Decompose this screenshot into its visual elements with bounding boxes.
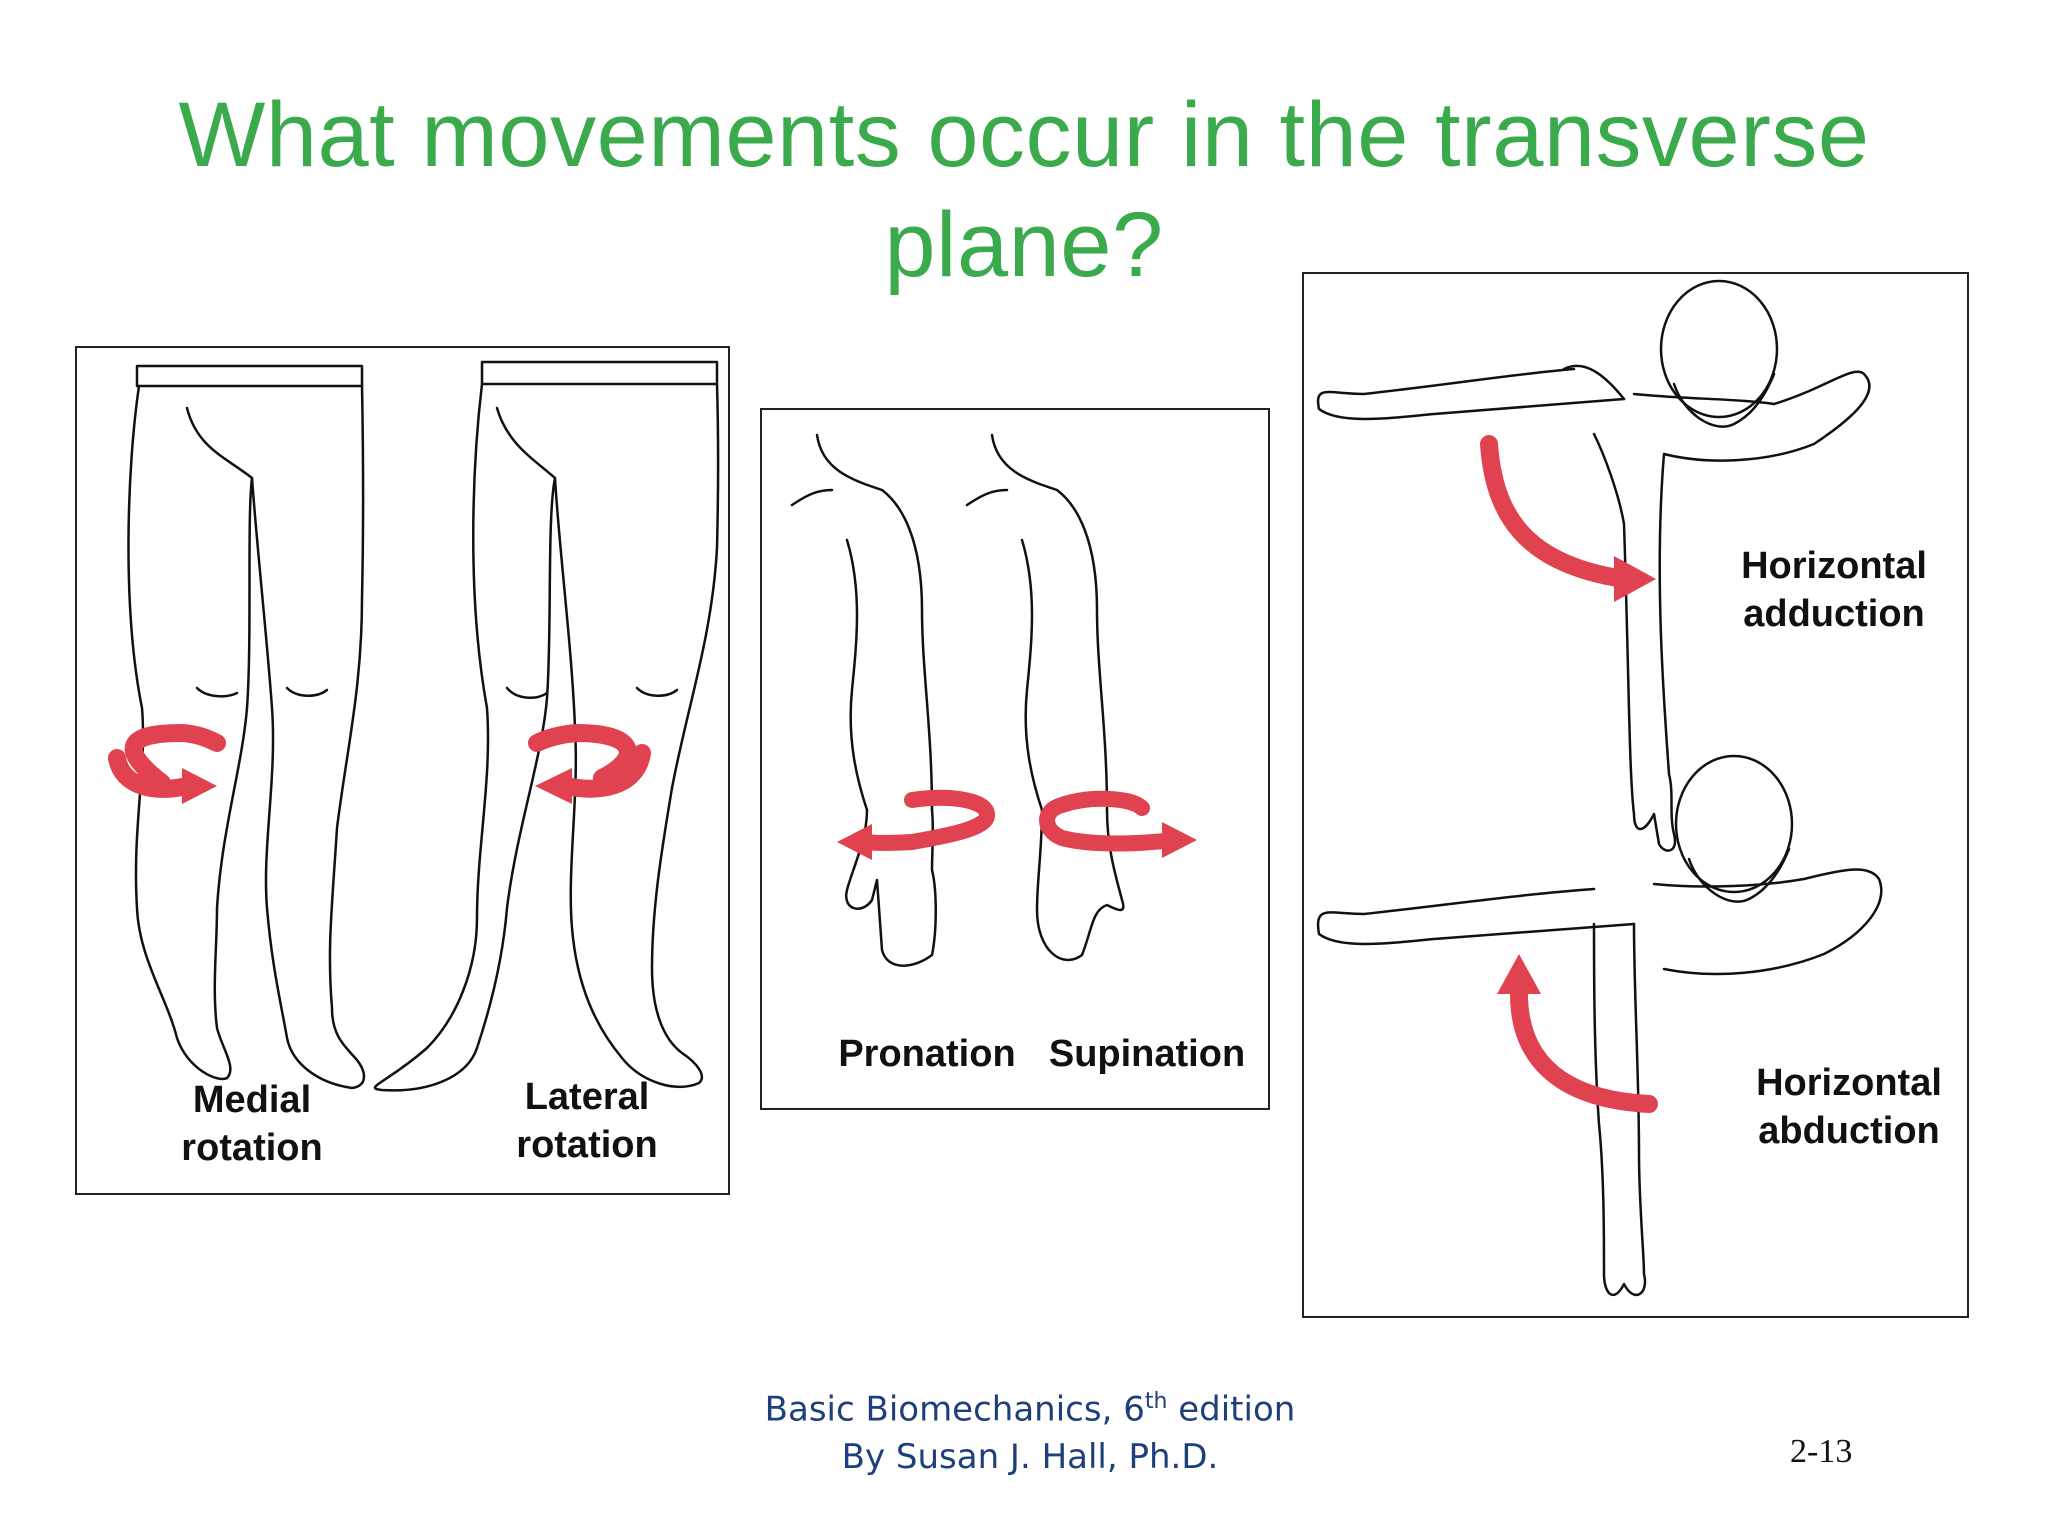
adduction-label-line-1: Horizontal bbox=[1741, 545, 1927, 587]
abduction-curved-arrow-icon bbox=[1510, 985, 1658, 1113]
medial-label-line-2: rotation bbox=[181, 1127, 323, 1169]
abduction-label-line-2: abduction bbox=[1758, 1110, 1940, 1152]
footer-book-title: Basic Biomechanics, 6 bbox=[764, 1389, 1145, 1430]
abduction-arrow-head bbox=[1497, 954, 1541, 994]
page-number: 2-13 bbox=[1790, 1433, 1853, 1470]
footer-author: By Susan J. Hall, Ph.D. bbox=[841, 1437, 1219, 1478]
shoulder-horizontal-panel: Horizontal adduction Horizontal abductio… bbox=[1302, 272, 1969, 1318]
slide-title: What movements occur in the transverse p… bbox=[0, 80, 2048, 300]
medial-arrow-head bbox=[182, 768, 217, 804]
shoulder-illustration bbox=[1316, 279, 1883, 1297]
top-head bbox=[1659, 279, 1779, 419]
adduction-curved-arrow-icon bbox=[1480, 435, 1633, 588]
right-waistband bbox=[480, 360, 719, 386]
supination-label: Supination bbox=[1048, 1033, 1246, 1075]
title-line-1: What movements occur in the transverse bbox=[178, 84, 1870, 186]
medial-rotation-label: Medial rotation bbox=[142, 1076, 362, 1172]
pronation-arrow-head bbox=[837, 824, 872, 860]
supination-hand bbox=[1035, 808, 1125, 962]
left-waistband bbox=[135, 364, 364, 388]
lateral-label-line-1: Lateral bbox=[524, 1076, 650, 1118]
adduction-arrow-head bbox=[1614, 556, 1656, 602]
pronation-arm-outer bbox=[815, 433, 934, 812]
footer-citation: Basic Biomechanics, 6th edition By Susan… bbox=[600, 1378, 1460, 1481]
legs-illustration bbox=[108, 360, 720, 1092]
forearm-rotation-panel: Pronation Supination bbox=[760, 408, 1270, 1110]
medial-label-line-1: Medial bbox=[192, 1079, 312, 1121]
horizontal-abduction-label: Horizontal abduction bbox=[1734, 1059, 1964, 1155]
forearm-illustration bbox=[790, 433, 1197, 967]
top-hanging-arm bbox=[1592, 370, 1871, 852]
adduction-label-line-2: adduction bbox=[1743, 593, 1925, 635]
lateral-rotation-arrow-icon bbox=[528, 723, 651, 798]
footer-sup: th bbox=[1144, 1389, 1168, 1414]
bottom-outstretched-arm bbox=[1316, 887, 1636, 946]
pronation-arm-inner bbox=[845, 538, 869, 812]
supination-arrow-head bbox=[1162, 822, 1197, 858]
supination-arrow-icon bbox=[1039, 790, 1180, 852]
leg-4 bbox=[553, 382, 720, 1088]
lateral-label-line-2: rotation bbox=[516, 1124, 658, 1166]
legs-rotation-panel: Medial rotation Lateral rotation bbox=[75, 346, 730, 1195]
abduction-label-line-1: Horizontal bbox=[1756, 1062, 1942, 1104]
lateral-rotation-label: Lateral rotation bbox=[477, 1073, 697, 1169]
title-line-2: plane? bbox=[884, 194, 1164, 296]
leg-2 bbox=[250, 384, 366, 1090]
medial-rotation-arrow-icon bbox=[108, 723, 226, 798]
lateral-arrow-head bbox=[535, 768, 572, 804]
pronation-arrow-icon bbox=[854, 789, 996, 851]
bottom-head bbox=[1674, 754, 1794, 894]
footer-line-1: Basic Biomechanics, 6th edition bbox=[600, 1378, 1460, 1433]
supination-arm-inner bbox=[1020, 538, 1044, 812]
leg-3 bbox=[373, 382, 557, 1092]
top-outstretched-arm bbox=[1316, 367, 1626, 421]
footer-edition: edition bbox=[1167, 1389, 1296, 1430]
horizontal-adduction-label: Horizontal adduction bbox=[1719, 542, 1949, 638]
pronation-label: Pronation bbox=[838, 1033, 1016, 1075]
pronation-hand bbox=[844, 808, 937, 967]
leg-1 bbox=[127, 384, 254, 1081]
supination-arm-outer bbox=[990, 433, 1109, 812]
